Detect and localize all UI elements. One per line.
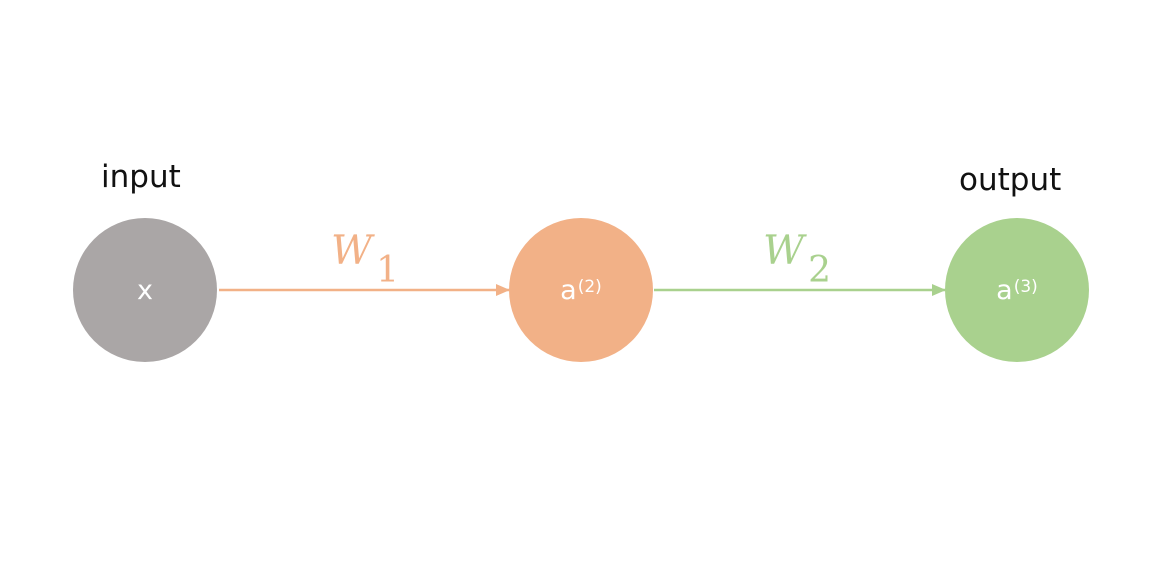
- input-node-label: x: [137, 274, 153, 306]
- output-label: output: [959, 162, 1062, 198]
- weight-w1-symbol: W: [331, 228, 373, 274]
- weight-w2-symbol: W: [763, 228, 805, 274]
- weight-w1-subscript: 1: [376, 250, 400, 291]
- hidden-node: a(2): [509, 218, 653, 362]
- input-node: x: [73, 218, 217, 362]
- output-node-label: a: [996, 274, 1013, 306]
- output-node-superscript: (3): [1013, 277, 1038, 297]
- weight-w2-subscript: 2: [808, 250, 832, 291]
- hidden-node-label: a: [560, 274, 577, 306]
- output-node: a(3): [945, 218, 1089, 362]
- hidden-node-superscript: (2): [577, 277, 602, 297]
- input-label: input: [101, 159, 181, 195]
